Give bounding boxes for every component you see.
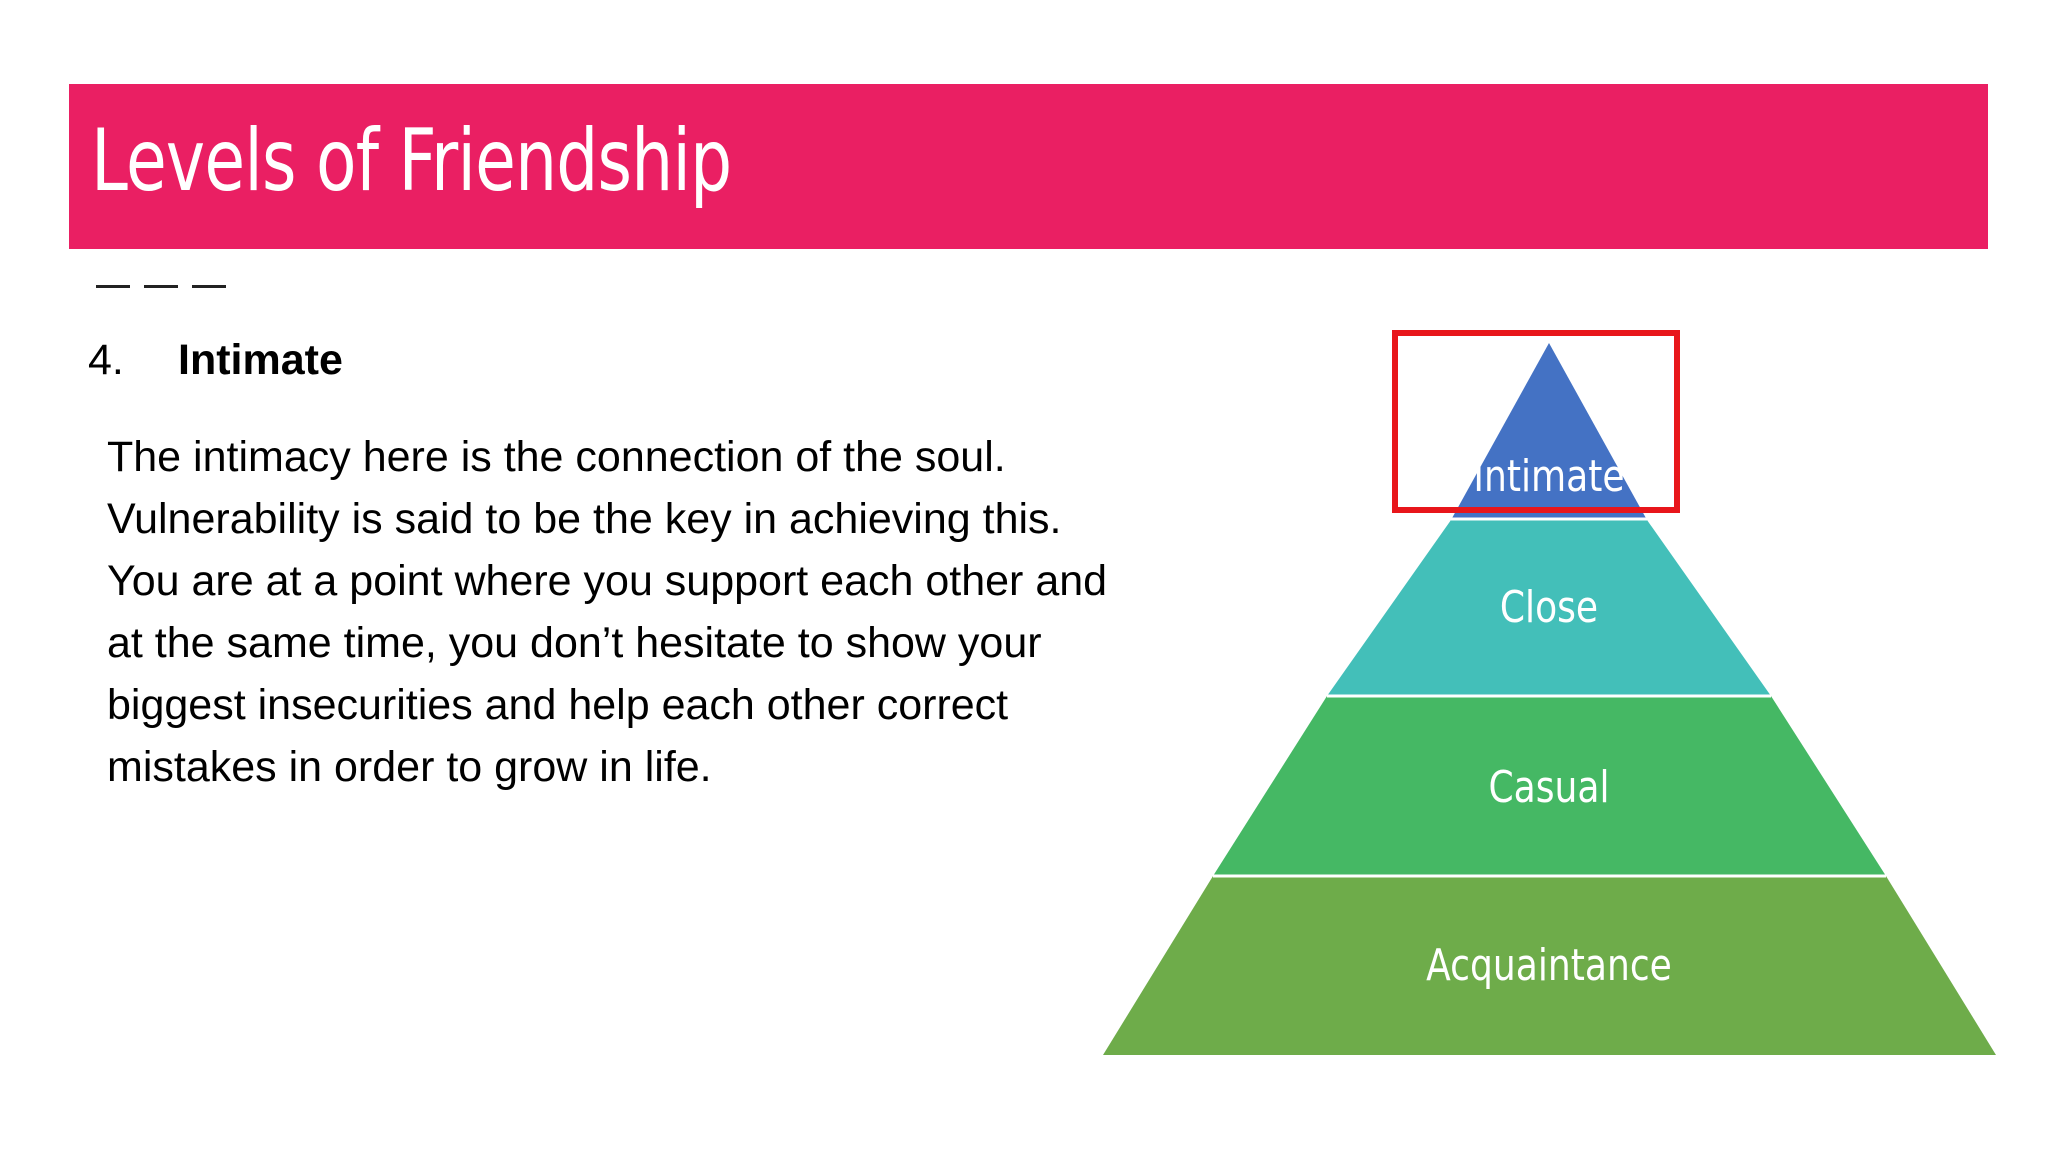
item-number: 4. xyxy=(88,336,124,384)
title-divider xyxy=(96,285,226,288)
divider-dash xyxy=(96,285,130,288)
highlight-box xyxy=(1392,330,1680,513)
pyramid-tier-intimate xyxy=(1451,343,1647,520)
divider-dash xyxy=(192,285,226,288)
item-heading: 4. Intimate xyxy=(88,336,343,385)
tier-label-casual: Casual xyxy=(1488,763,1609,813)
tier-label-close: Close xyxy=(1500,583,1598,633)
body-line: mistakes in order to grow in life. xyxy=(107,743,712,791)
body-line: at the same time, you don’t hesitate to … xyxy=(107,619,1042,667)
body-line: Vulnerability is said to be the key in a… xyxy=(107,495,1062,543)
divider-dash xyxy=(144,285,178,288)
body-line: biggest insecurities and help each other… xyxy=(107,681,1009,729)
tier-label-intimate: Intimate xyxy=(1473,452,1624,502)
pyramid-tier-casual xyxy=(1213,696,1886,876)
tier-label-acquaintance: Acquaintance xyxy=(1426,941,1672,991)
pyramid-tier-close xyxy=(1327,520,1771,696)
body-line: The intimacy here is the connection of t… xyxy=(107,433,1006,481)
body-paragraph: The intimacy here is the connection of t… xyxy=(107,426,1207,798)
body-line: You are at a point where you support eac… xyxy=(107,557,1108,605)
pyramid-tier-acquaintance xyxy=(1103,876,1996,1055)
item-heading-label: Intimate xyxy=(178,336,343,384)
slide-title: Levels of Friendship xyxy=(91,111,732,211)
title-bar: Levels of Friendship xyxy=(69,84,1988,249)
